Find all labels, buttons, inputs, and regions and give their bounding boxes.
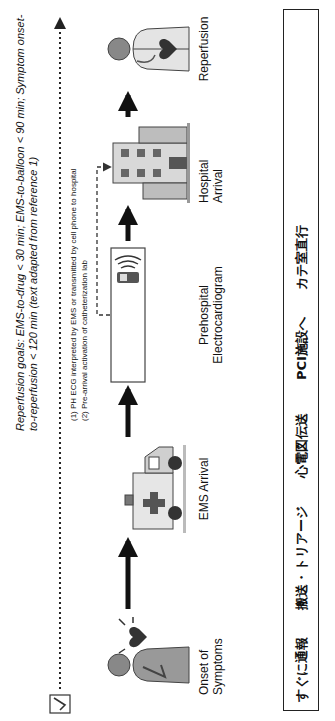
step-text: 搬送・トリアージ [293, 506, 311, 610]
icon-shape [125, 495, 133, 505]
icon-shape [168, 456, 182, 470]
flow-arrow [126, 389, 131, 437]
flow-arrow [126, 209, 131, 241]
icon-holder [103, 9, 191, 89]
icon-shape [153, 149, 161, 157]
step-text: PCI施設へ [293, 317, 311, 380]
dashed-connector [97, 167, 110, 315]
icon-holder [103, 123, 191, 203]
step-text: 心電図伝送 [293, 413, 311, 478]
icon-shape [159, 39, 177, 59]
icon-shape [149, 457, 159, 469]
icon-shape [133, 27, 189, 71]
stage-label: Hospital Arrival [197, 141, 226, 203]
stage-label: Onset of Symptoms [197, 631, 226, 695]
icon-shape [137, 55, 155, 62]
icon-holder [103, 615, 191, 695]
icon-shape [117, 272, 139, 283]
flow-arrow [126, 95, 131, 117]
icon-shape [129, 627, 147, 647]
icon-shape [133, 49, 189, 50]
icon-shape [150, 492, 158, 514]
icon-shape [143, 183, 187, 199]
reperfusion-icon [103, 9, 191, 89]
icon-shape [133, 647, 189, 683]
icon-shape [113, 143, 187, 183]
icon-shape [120, 274, 127, 281]
japanese-step-band: すぐに通報 搬送・トリアージ 心電図伝送 PCI施設へカテ室直行 [283, 9, 319, 711]
ecg-transmit-box [103, 247, 191, 383]
step-note: (2) Pre-arrival activation of catheteriz… [80, 121, 90, 421]
icon-shape [108, 38, 130, 60]
icon-shape [108, 654, 130, 676]
icon-shape [169, 157, 187, 169]
icon-shape [133, 473, 173, 529]
icon-shape [153, 169, 161, 177]
flow-stage: Reperfusion [103, 9, 211, 89]
check-mark [54, 698, 65, 710]
flow-stage: Onset of Symptoms [103, 615, 226, 695]
icon-shape [121, 169, 129, 177]
flow-arrow [126, 541, 131, 609]
icon-shape [143, 665, 165, 677]
step-text: すぐに通報 [293, 637, 311, 702]
step-text: カテ室直行 [293, 225, 311, 290]
stage-label: Reperfusion [197, 9, 211, 89]
flow-stage: EMS Arrival [103, 443, 211, 535]
step-note: (1) PH ECG interpreted by EMS or transmi… [69, 121, 79, 421]
icon-shape [168, 506, 182, 520]
icon-shape [187, 123, 190, 203]
patient-icon [103, 615, 191, 695]
icon-shape [137, 169, 145, 177]
icon-shape [111, 248, 145, 382]
stage-label: Prehospital Electrocardiogram [197, 260, 226, 370]
flow-stage: Prehospital Electrocardiogram [103, 247, 226, 383]
icon-shape [115, 256, 141, 268]
icon-shape [121, 149, 129, 157]
ambulance-icon [103, 443, 191, 535]
stage-label: EMS Arrival [197, 443, 211, 535]
clock-icon [50, 695, 70, 713]
hospital-icon [103, 123, 191, 203]
flow-stage: Hospital Arrival [103, 123, 226, 203]
goals-note: Reperfusion goals: EMS-to-drug < 30 min;… [14, 5, 40, 431]
icon-shape [119, 617, 133, 653]
timeline-arrowhead [54, 17, 66, 29]
icon-shape [137, 149, 145, 157]
icon-shape [139, 127, 187, 143]
icon-holder [103, 247, 191, 383]
timeline-line [59, 27, 61, 689]
icon-shape [183, 445, 186, 533]
icon-holder [103, 443, 191, 535]
